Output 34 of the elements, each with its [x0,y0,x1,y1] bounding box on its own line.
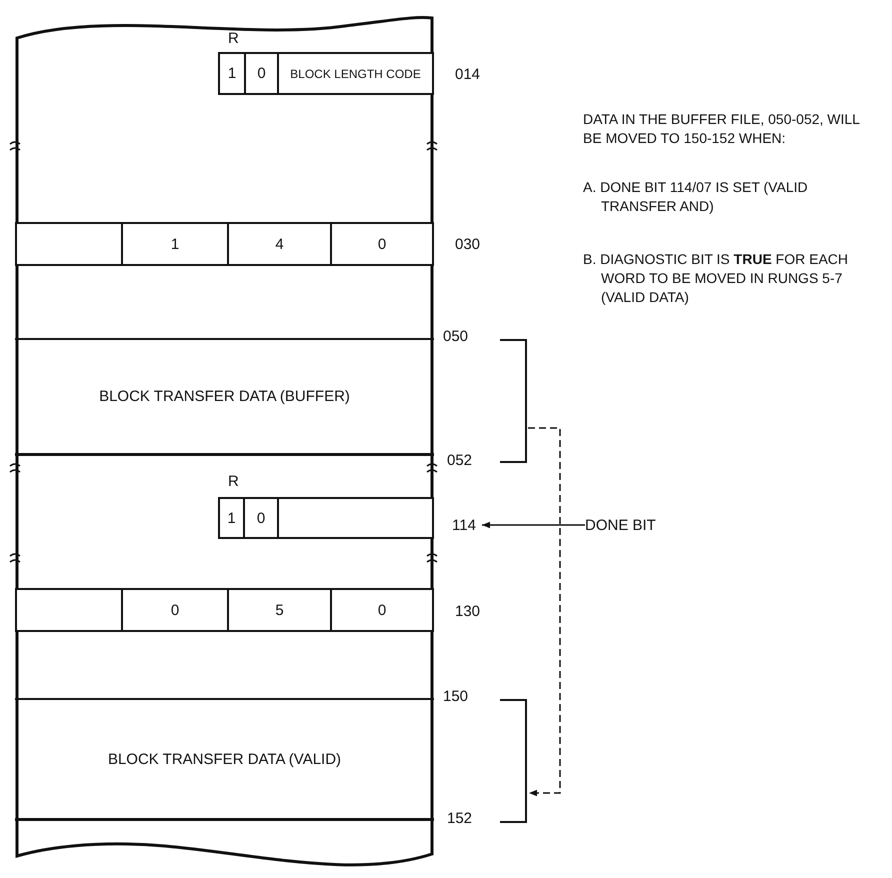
memory-word-cell: 1 [218,497,245,539]
memory-word-cell: 0 [330,222,434,266]
note-text: DATA IN THE BUFFER FILE, 050-052, WILL BE MOVED TO 150-152 WHEN: [583,110,860,148]
memory-word-cell [15,588,123,632]
address-label: 114 [452,515,482,535]
memory-word-cell: 1 [218,52,246,95]
note-text: B. DIAGNOSTIC BIT IS TRUE FOR EACH WORD TO BE MOVED IN RUNGS 5-7 (VALID DATA) [583,250,850,307]
memory-word-cell [15,222,123,266]
address-label: 152 [447,810,472,827]
address-label: 030 [455,236,480,253]
address-bracket [500,339,528,463]
address-label: 150 [443,688,468,705]
memory-word-cell: 1 [121,222,229,266]
bit-label: R [228,30,239,47]
memory-block: BLOCK TRANSFER DATA (VALID) [15,698,434,821]
address-label: 014 [455,66,480,83]
memory-word-cell: 4 [227,222,332,266]
callout-text: DONE BIT [585,515,675,535]
memory-word-cell: 0 [244,52,279,95]
arrow [482,522,585,528]
memory-word-cell [277,497,434,539]
memory-word-cell: 5 [227,588,332,632]
address-label: 130 [455,603,480,620]
memory-word-cell: 0 [243,497,279,539]
bit-label: R [228,473,239,490]
memory-word-cell: BLOCK LENGTH CODE [277,52,434,95]
address-label: 052 [447,452,472,469]
dashed-arrow [528,427,561,796]
address-bracket [500,699,528,823]
memory-word-cell: 0 [330,588,434,632]
note-text: A. DONE BIT 114/07 IS SET (VALID TRANSFER AND) [583,178,809,216]
address-label: 050 [443,328,468,345]
memory-word-cell: 0 [121,588,229,632]
memory-block: BLOCK TRANSFER DATA (BUFFER) [15,338,434,456]
